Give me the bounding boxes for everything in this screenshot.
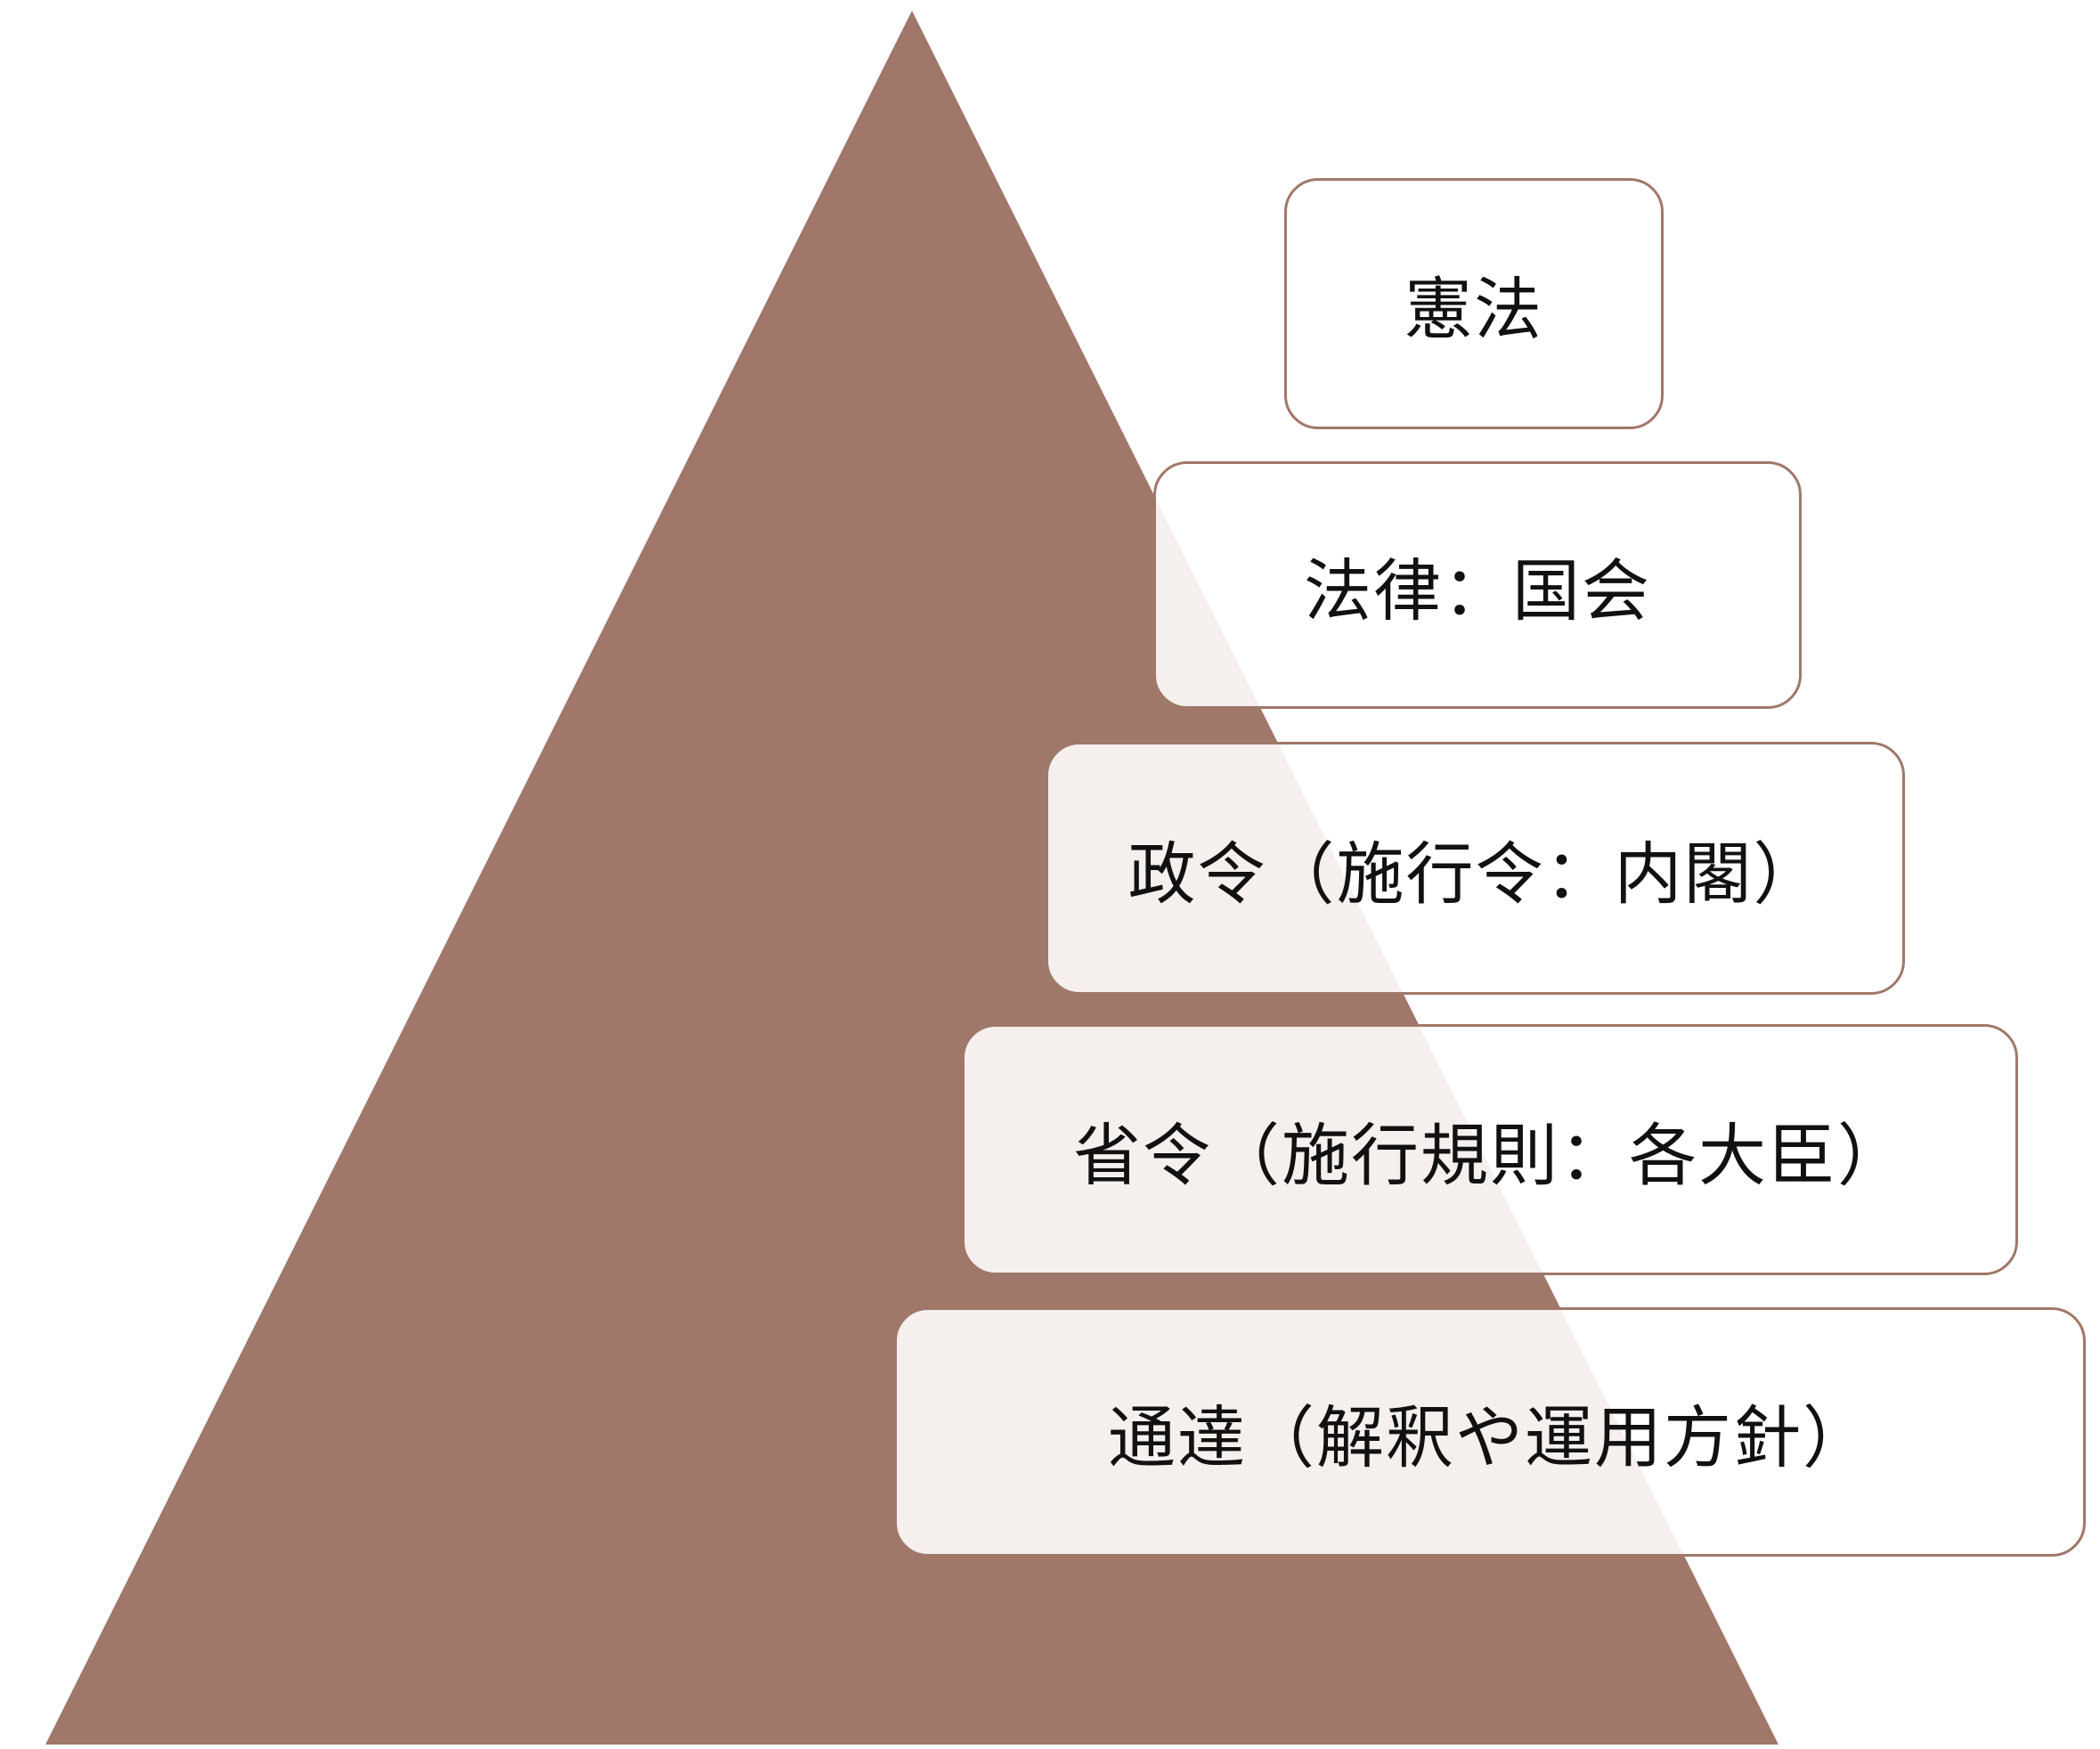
level-label: 省令（施行規則：各大臣） bbox=[1073, 1116, 1907, 1195]
level-constitution: 憲法 bbox=[1284, 178, 1664, 429]
level-cabinet-order: 政令（施行令：内閣） bbox=[1046, 742, 1905, 995]
level-law: 法律：国会 bbox=[1153, 461, 1802, 709]
level-circular-notice: 通達（解釈や運用方針） bbox=[894, 1307, 2086, 1557]
level-label: 政令（施行令：内閣） bbox=[1127, 834, 1823, 914]
level-ministerial-ordinance: 省令（施行規則：各大臣） bbox=[962, 1024, 2018, 1275]
level-label: 憲法 bbox=[1404, 270, 1543, 349]
level-label: 通達（解釈や運用方針） bbox=[1108, 1398, 1872, 1477]
level-label: 法律：国会 bbox=[1304, 551, 1651, 630]
